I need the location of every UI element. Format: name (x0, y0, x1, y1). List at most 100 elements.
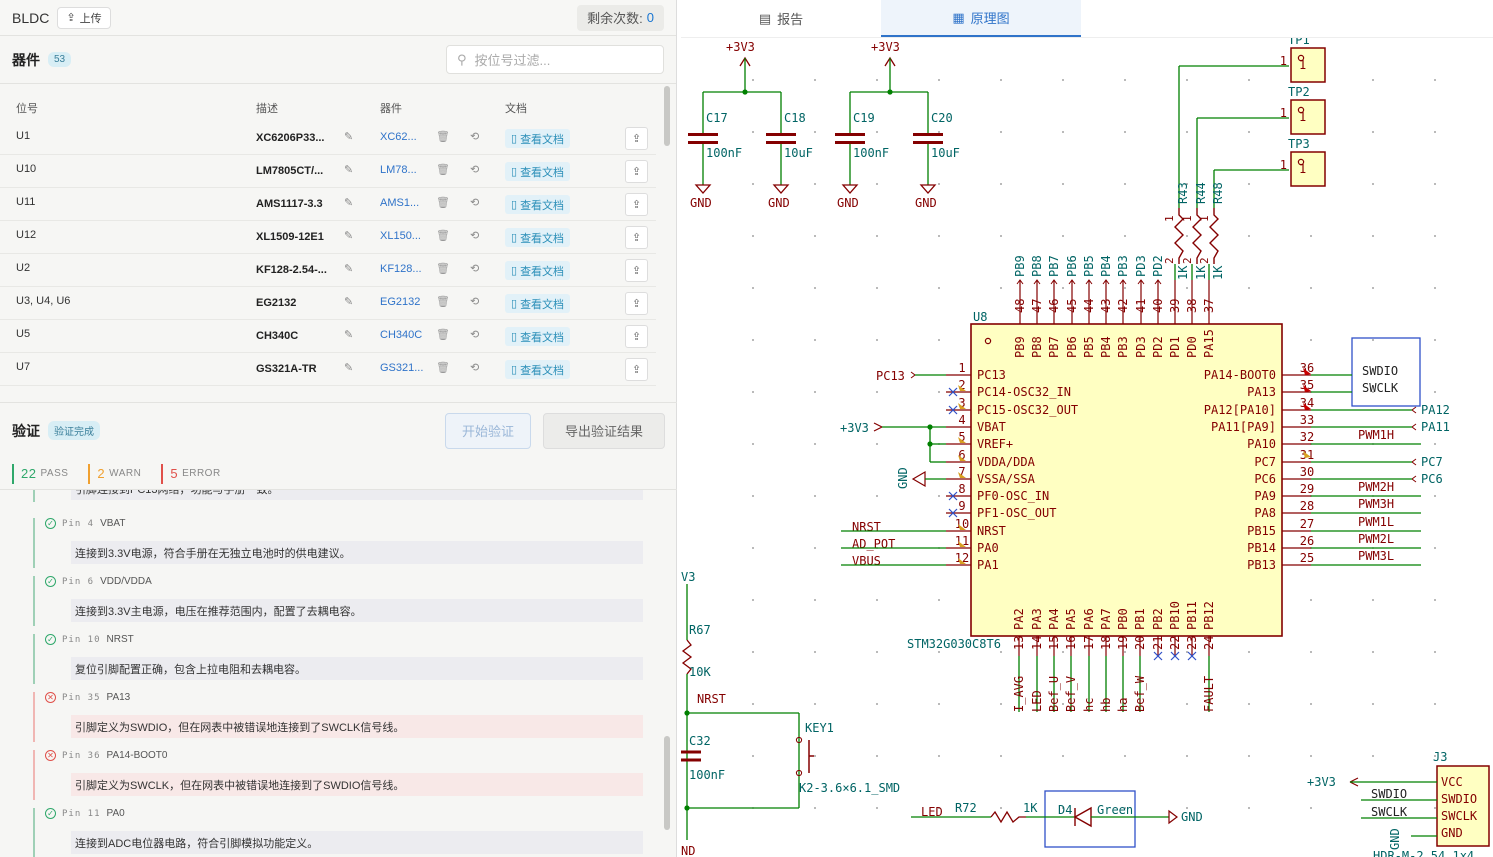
schematic-canvas[interactable]: +3V3+3V3C17100nFGNDC1810uFGNDC19100nFGND… (681, 38, 1493, 857)
edit-icon[interactable]: ✎ (344, 163, 353, 176)
component-value: 100nF (853, 146, 889, 160)
delete-icon[interactable]: 🗑 (436, 328, 450, 341)
view-doc-button[interactable]: ▯查看文档 (505, 360, 570, 379)
pin-number: 28 (1300, 499, 1314, 513)
link-icon[interactable]: ⟲ (470, 229, 479, 242)
link-icon[interactable]: ⟲ (470, 328, 479, 341)
component-ref: U8 (973, 310, 987, 324)
net-label: PB8 (1030, 255, 1044, 277)
power-label: V3 (681, 570, 695, 584)
part-link[interactable]: KF128... (380, 263, 422, 275)
ground-symbol (843, 185, 857, 193)
part-link[interactable]: LM78... (380, 164, 417, 176)
part-link[interactable]: XC62... (380, 131, 417, 143)
component-ref: C18 (784, 111, 806, 125)
delete-icon[interactable]: 🗑 (436, 262, 450, 275)
delete-icon[interactable]: 🗑 (436, 229, 450, 242)
pass-count: 22 (21, 466, 36, 481)
pin-number: 2 (1181, 257, 1194, 264)
upload-doc-button[interactable]: ⇪ (625, 259, 648, 282)
view-doc-button[interactable]: ▯查看文档 (505, 195, 570, 214)
components-count-badge: 53 (48, 52, 71, 67)
grid-dot (814, 79, 816, 81)
component-row[interactable]: U2KF128-2.54-...✎KF128...🗑⟲▯查看文档⇪ (0, 254, 656, 287)
x-circle-icon: ✕ (45, 692, 56, 703)
components-scrollbar[interactable] (664, 86, 670, 146)
grid-dot (1062, 287, 1064, 289)
view-doc-button[interactable]: ▯查看文档 (505, 228, 570, 247)
component-row[interactable]: U10LM7805CT/...✎LM78...🗑⟲▯查看文档⇪ (0, 155, 656, 188)
upload-button[interactable]: ⇪ 上传 (57, 7, 110, 29)
grid-dot (1186, 79, 1188, 81)
tab-report[interactable]: ▤ 报告 (681, 0, 881, 37)
component-row[interactable]: U3, U4, U6EG2132✎EG2132🗑⟲▯查看文档⇪ (0, 287, 656, 320)
delete-icon[interactable]: 🗑 (436, 163, 450, 176)
net-label: ha (1116, 698, 1130, 712)
component-row[interactable] (0, 386, 656, 401)
grid-dot (1000, 235, 1002, 237)
net-label: Bef_V (1064, 676, 1078, 712)
part-link[interactable]: GS321... (380, 362, 423, 374)
pin-name: PA12[PA10] (1204, 403, 1276, 417)
grid-dot (876, 703, 878, 705)
upload-doc-button[interactable]: ⇪ (625, 358, 648, 381)
view-doc-button[interactable]: ▯查看文档 (505, 129, 570, 148)
part-link[interactable]: CH340C (380, 329, 422, 341)
edit-icon[interactable]: ✎ (344, 328, 353, 341)
testpoint-body (1291, 48, 1325, 82)
edit-icon[interactable]: ✎ (344, 262, 353, 275)
delete-icon[interactable]: 🗑 (436, 295, 450, 308)
net-label: PWM1L (1358, 515, 1394, 529)
upload-doc-button[interactable]: ⇪ (625, 226, 648, 249)
component-row[interactable]: U11AMS1117-3.3✎AMS1...🗑⟲▯查看文档⇪ (0, 188, 656, 221)
grid-dot (752, 79, 754, 81)
component-row[interactable]: U7GS321A-TR✎GS321...🗑⟲▯查看文档⇪ (0, 353, 656, 386)
upload-doc-button[interactable]: ⇪ (625, 127, 648, 150)
verify-pin-name: VBAT (100, 518, 125, 529)
grid-dot (876, 443, 878, 445)
component-row[interactable]: U12XL1509-12E1✎XL150...🗑⟲▯查看文档⇪ (0, 221, 656, 254)
link-icon[interactable]: ⟲ (470, 196, 479, 209)
upload-doc-button[interactable]: ⇪ (625, 160, 648, 183)
pin-name: PB4 (1099, 336, 1113, 358)
link-icon[interactable]: ⟲ (470, 295, 479, 308)
start-verify-button[interactable]: 开始验证 (445, 413, 531, 449)
link-icon[interactable]: ⟲ (470, 262, 479, 275)
component-value: 10uF (931, 146, 960, 160)
part-link[interactable]: XL150... (380, 230, 421, 242)
delete-icon[interactable]: 🗑 (436, 196, 450, 209)
pass-label: PASS (40, 468, 68, 479)
verify-scrollbar[interactable] (664, 736, 670, 830)
edit-icon[interactable]: ✎ (344, 295, 353, 308)
link-icon[interactable]: ⟲ (470, 361, 479, 374)
pin-number: 20 (1133, 636, 1147, 650)
upload-doc-button[interactable]: ⇪ (625, 193, 648, 216)
net-label: VBUS (852, 554, 881, 568)
ground-symbol (921, 185, 935, 193)
upload-label: 上传 (80, 10, 102, 26)
grid-dot (1310, 807, 1312, 809)
grid-dot (1186, 703, 1188, 705)
view-doc-button[interactable]: ▯查看文档 (505, 327, 570, 346)
delete-icon[interactable]: 🗑 (436, 361, 450, 374)
delete-icon[interactable]: 🗑 (436, 130, 450, 143)
view-doc-button[interactable]: ▯查看文档 (505, 261, 570, 280)
grid-dot (1434, 547, 1436, 549)
part-link[interactable]: EG2132 (380, 296, 420, 308)
upload-doc-button[interactable]: ⇪ (625, 292, 648, 315)
view-doc-button[interactable]: ▯查看文档 (505, 162, 570, 181)
ref-filter-input[interactable]: ⚲ 按位号过滤... (446, 45, 664, 74)
link-icon[interactable]: ⟲ (470, 130, 479, 143)
upload-doc-button[interactable]: ⇪ (625, 325, 648, 348)
tab-schematic[interactable]: ▦ 原理图 (881, 0, 1081, 37)
component-row[interactable]: U5CH340C✎CH340C🗑⟲▯查看文档⇪ (0, 320, 656, 353)
component-row[interactable]: U1XC6206P33...✎XC62...🗑⟲▯查看文档⇪ (0, 122, 656, 155)
export-results-button[interactable]: 导出验证结果 (543, 413, 665, 449)
edit-icon[interactable]: ✎ (344, 196, 353, 209)
edit-icon[interactable]: ✎ (344, 130, 353, 143)
edit-icon[interactable]: ✎ (344, 229, 353, 242)
link-icon[interactable]: ⟲ (470, 163, 479, 176)
part-link[interactable]: AMS1... (380, 197, 419, 209)
view-doc-button[interactable]: ▯查看文档 (505, 294, 570, 313)
edit-icon[interactable]: ✎ (344, 361, 353, 374)
